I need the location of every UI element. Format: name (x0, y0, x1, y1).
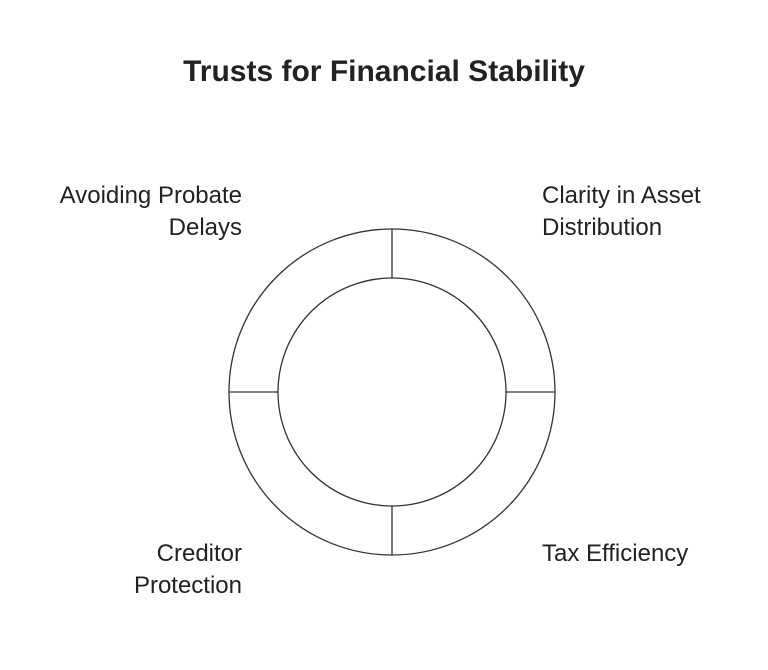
label-line: Protection (133, 572, 242, 599)
inner-ring (277, 277, 507, 507)
label-line: Creditor (156, 540, 242, 567)
label-line: Tax Efficiency (542, 540, 689, 567)
label-line: Distribution (542, 214, 663, 241)
diagram-title: Trusts for Financial Stability (183, 55, 585, 88)
label-line: Delays (168, 214, 242, 241)
label-creditor-protection: Creditor Protection (134, 538, 242, 602)
label-clarity-asset: Clarity in Asset Distribution (542, 180, 701, 244)
label-line: Clarity in Asset (542, 182, 701, 209)
label-avoiding-probate: Avoiding Probate Delays (60, 180, 242, 244)
label-line: Avoiding Probate (59, 182, 242, 209)
label-tax-efficiency: Tax Efficiency (542, 538, 688, 570)
